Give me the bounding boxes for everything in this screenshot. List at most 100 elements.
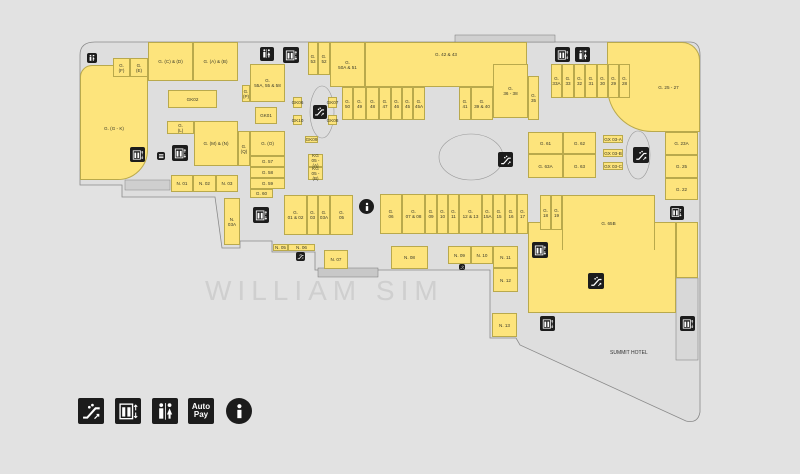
escalator-icon[interactable] xyxy=(498,152,513,167)
store-n-06[interactable]: N. 06 xyxy=(288,244,315,251)
store-g-22[interactable]: G. 22 xyxy=(665,178,698,200)
store-g-57[interactable]: G. 57 xyxy=(250,156,285,167)
store-g-c-d[interactable]: G. (C) & (D) xyxy=(148,42,193,81)
store-gk02[interactable]: GK02 xyxy=(168,90,217,108)
store-g-36-38[interactable]: G. 36 - 38 xyxy=(493,64,528,118)
store-g-46[interactable]: G. 46 xyxy=(391,87,402,120)
store-g-28[interactable]: G. 28 xyxy=(619,64,630,98)
escalator-icon[interactable] xyxy=(588,273,604,289)
store-g-59[interactable]: G. 59 xyxy=(250,178,285,189)
store-n-07[interactable]: N. 07 xyxy=(324,250,348,269)
lift-icon[interactable] xyxy=(540,316,555,331)
lift-icon[interactable] xyxy=(253,207,269,223)
store-n-09[interactable]: N. 09 xyxy=(448,246,471,264)
store-g-49[interactable]: G. 49 xyxy=(353,87,366,120)
store-g-06[interactable]: G. 06 xyxy=(380,194,402,234)
store-g-l[interactable]: G. (L) xyxy=(167,121,194,134)
store-g-52[interactable]: G. 52 xyxy=(318,42,330,75)
store-gk01[interactable]: GK01 xyxy=(255,107,277,124)
store-n-08[interactable]: N. 08 xyxy=(391,246,428,269)
store-g-09[interactable]: G. 09 xyxy=(425,194,437,234)
store-g-01-02[interactable]: G. 01 & 02 xyxy=(284,195,307,235)
store-n-05[interactable]: N. 05 xyxy=(273,244,288,251)
escalator-icon[interactable] xyxy=(296,252,305,261)
store-g-33a[interactable]: G. 33A xyxy=(551,64,562,98)
store-g-10[interactable]: G. 10 xyxy=(437,194,448,234)
store-g-50[interactable]: G. 50 xyxy=(342,87,353,120)
lift-icon[interactable] xyxy=(555,47,570,62)
store-g-15[interactable]: G. 15 xyxy=(493,194,505,234)
store-n-12[interactable]: N. 12 xyxy=(493,268,518,292)
store-g-53[interactable]: G. 53 xyxy=(308,42,318,75)
store-g-o[interactable]: G. (O) xyxy=(250,131,285,156)
store-n-10[interactable]: N. 10 xyxy=(471,246,493,264)
toilet-icon[interactable] xyxy=(260,47,274,61)
store-g-33[interactable]: G. 33 xyxy=(562,64,574,98)
toilet-icon[interactable] xyxy=(87,53,97,63)
lift-icon[interactable] xyxy=(283,47,299,63)
store-g-47[interactable]: G. 47 xyxy=(379,87,391,120)
store-g-45[interactable]: G. 45 xyxy=(402,87,413,120)
lift-icon[interactable] xyxy=(680,316,695,331)
store-g-16[interactable]: G. 16 xyxy=(505,194,517,234)
store-gx-03-b[interactable]: GX 03-B xyxy=(603,149,623,157)
store-g-60[interactable]: G. 60 xyxy=(250,189,273,198)
store-n-02[interactable]: N. 02 xyxy=(193,175,216,192)
store-g-55a-55-58[interactable]: G. 55A, 55 & 58 xyxy=(250,64,285,102)
store-g-03a[interactable]: G. 03A xyxy=(318,195,330,235)
store-g-05[interactable]: G. 05 xyxy=(330,195,353,235)
lift-icon[interactable] xyxy=(172,145,188,161)
store-g-25[interactable]: G. 25 xyxy=(665,155,698,178)
store-g-m-n[interactable]: G. (M) & (N) xyxy=(194,121,238,166)
store-g-q[interactable]: G. (Q) xyxy=(238,131,250,166)
store-kg-05-a[interactable]: KG 05 - (A) xyxy=(308,153,323,168)
store-g-31[interactable]: G. 31 xyxy=(585,64,597,98)
store-n-01[interactable]: N. 01 xyxy=(171,175,193,192)
store-g-11[interactable]: G. 11 xyxy=(448,194,459,234)
store-g-19[interactable]: G. 19 xyxy=(551,195,562,230)
store-kg-05-b[interactable]: KG 05 - (B) xyxy=(308,166,323,181)
toilet-icon[interactable] xyxy=(575,47,590,62)
store-g-17[interactable]: G. 17 xyxy=(517,194,528,234)
store-n-11[interactable]: N. 11 xyxy=(493,246,518,268)
store-g-p[interactable]: G. (P) xyxy=(242,85,250,102)
store-g-e[interactable]: G. (E) xyxy=(130,58,148,77)
store-g-12-13[interactable]: G. 12 & 13 xyxy=(459,194,482,234)
store-gk09[interactable]: GK09 xyxy=(305,136,318,143)
store-g-65b[interactable]: G. 65B xyxy=(562,195,655,250)
store-g-32[interactable]: G. 32 xyxy=(574,64,585,98)
store-g-45a[interactable]: G. 45A xyxy=(413,87,425,120)
store-gk08[interactable]: GK08 xyxy=(327,115,338,125)
store-g-61[interactable]: G. 61 xyxy=(528,132,563,154)
store-g-f[interactable]: G. (F) xyxy=(113,58,130,77)
lift-icon[interactable] xyxy=(532,242,548,258)
store-g-03[interactable]: G. 03 xyxy=(307,195,318,235)
store-n-13[interactable]: N. 13 xyxy=(492,313,517,337)
store-g-23a[interactable]: G. 23A xyxy=(665,132,698,155)
store-g-18[interactable]: G. 18 xyxy=(540,195,551,230)
store-g-41[interactable]: G. 41 xyxy=(459,87,471,120)
store-g-15a[interactable]: G. 15A xyxy=(482,194,493,234)
store-g-58[interactable]: G. 58 xyxy=(250,167,285,178)
store-n-03[interactable]: N. 03 xyxy=(216,175,238,192)
store-g-63[interactable]: G. 63 xyxy=(563,154,596,178)
lift-icon[interactable] xyxy=(670,206,684,220)
store-g-g-k[interactable]: G. (G - K) xyxy=(80,65,148,180)
store-gk10[interactable]: GK10 xyxy=(292,115,303,125)
info-icon[interactable] xyxy=(359,199,374,214)
store-g65b-part[interactable] xyxy=(676,222,698,278)
store-gk06[interactable]: GK06 xyxy=(292,97,303,108)
escalator-icon[interactable] xyxy=(633,147,649,163)
store-g-48[interactable]: G. 48 xyxy=(366,87,379,120)
store-gk07[interactable]: GK07 xyxy=(327,97,338,108)
autopay-icon[interactable] xyxy=(157,152,165,160)
store-gx-03-a[interactable]: GX 03-A xyxy=(603,135,623,143)
lift-icon[interactable] xyxy=(130,147,145,162)
store-g-35[interactable]: G. 35 xyxy=(528,76,539,120)
escalator-icon[interactable] xyxy=(313,105,327,119)
store-g-29[interactable]: G. 29 xyxy=(608,64,619,98)
store-n-03a[interactable]: N. 03A xyxy=(224,198,240,245)
store-g-39-40[interactable]: G. 39 & 40 xyxy=(471,87,493,120)
store-g-a-b[interactable]: G. (A) & (B) xyxy=(193,42,238,81)
store-g-50a-51[interactable]: G. 50A & 51 xyxy=(330,42,365,87)
